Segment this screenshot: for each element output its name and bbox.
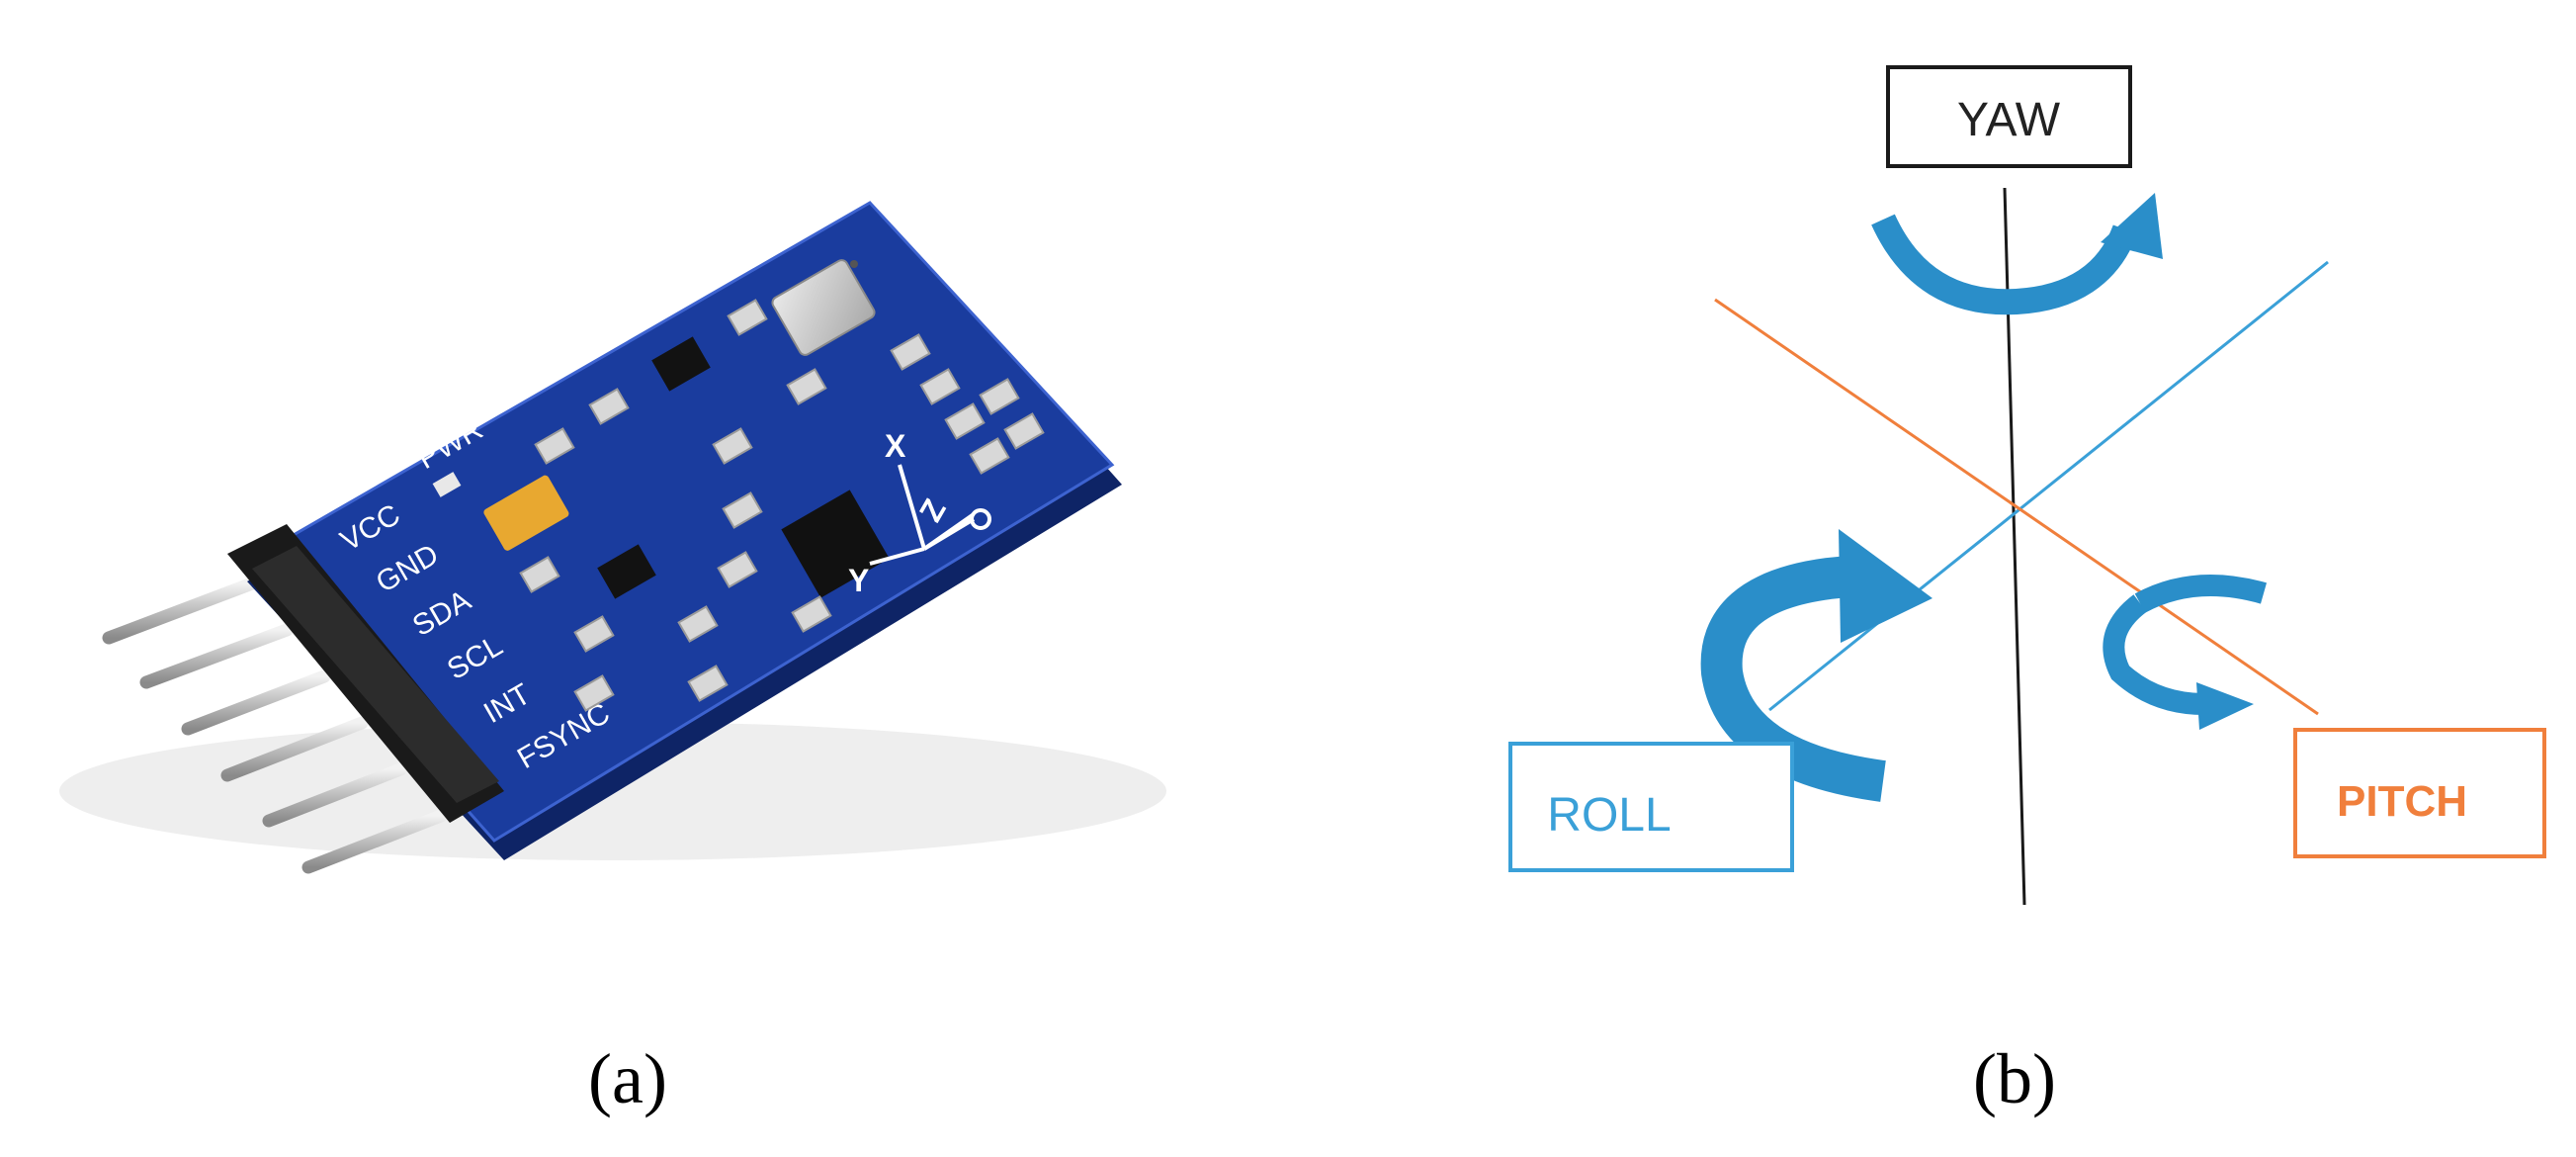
barometer-chip — [771, 259, 876, 356]
smd-component — [687, 665, 729, 702]
smd-component — [573, 615, 615, 653]
pitch-arrow-head — [2196, 682, 2254, 730]
pitch-rotation-arrow-back — [2134, 575, 2268, 613]
roll-axis-line — [1768, 260, 2329, 712]
roll-label: ROLL — [1547, 789, 1671, 842]
roll-arrow-head — [1839, 529, 1932, 643]
smd-component — [534, 427, 575, 465]
smd-component — [717, 551, 758, 588]
smd-component — [677, 605, 719, 643]
smd-component — [519, 556, 560, 593]
z-axis-line — [922, 512, 976, 551]
pitch-axis-line — [1714, 298, 2319, 716]
caption-a: (a) — [588, 1039, 667, 1118]
sensor-board-photo: VCC GND SDA SCL INT FSYNC PWR — [59, 201, 1166, 874]
board-axis-x-label: X — [885, 428, 906, 464]
smd-component — [727, 299, 768, 336]
board-axis-marking — [869, 464, 991, 566]
roll-rotation-arrow — [1700, 555, 1886, 802]
imu-chip — [781, 490, 890, 598]
pitch-label: PITCH — [2337, 777, 2467, 826]
yaw-label-box — [1886, 65, 2132, 168]
header-pins — [102, 577, 448, 874]
smd-component — [919, 368, 961, 405]
caption-b: (b) — [1973, 1039, 2056, 1118]
smd-component — [969, 437, 1010, 475]
pin — [262, 762, 407, 828]
smd-component — [944, 402, 986, 440]
smd-component — [979, 378, 1020, 415]
pin — [139, 623, 294, 689]
z-axis-circle — [970, 508, 991, 530]
smd-component — [722, 491, 763, 529]
pin — [181, 669, 331, 736]
smd-component — [1003, 412, 1045, 450]
board-axis-y-label: Y — [848, 563, 869, 598]
pin — [301, 809, 448, 874]
x-axis-arrow — [898, 464, 926, 550]
tantalum-capacitor — [483, 475, 569, 551]
smd-component — [588, 388, 630, 425]
power-led — [432, 472, 462, 497]
pitch-label-box — [2293, 728, 2546, 858]
pitch-rotation-arrow-front — [2103, 594, 2205, 715]
yaw-arrow-head — [2101, 193, 2163, 259]
rotation-axes-diagram: YAW ROLL PITCH — [1508, 65, 2546, 906]
y-axis-arrow — [869, 547, 925, 566]
smd-component — [573, 674, 615, 712]
yaw-rotation-arrow — [1871, 214, 2138, 315]
pin — [102, 577, 259, 645]
regulator-chip — [651, 336, 711, 392]
pin-header-top — [252, 546, 499, 803]
smd-components — [519, 299, 1045, 712]
smd-component — [786, 368, 827, 405]
yaw-label: YAW — [1957, 94, 2061, 146]
chip-dot — [850, 260, 858, 268]
smd-component — [712, 427, 753, 465]
transistor-chip — [597, 544, 656, 599]
pin — [220, 716, 369, 782]
smd-component — [890, 333, 931, 371]
roll-label-box — [1508, 742, 1794, 872]
smd-component — [791, 595, 832, 633]
pcb-board — [247, 203, 1112, 841]
